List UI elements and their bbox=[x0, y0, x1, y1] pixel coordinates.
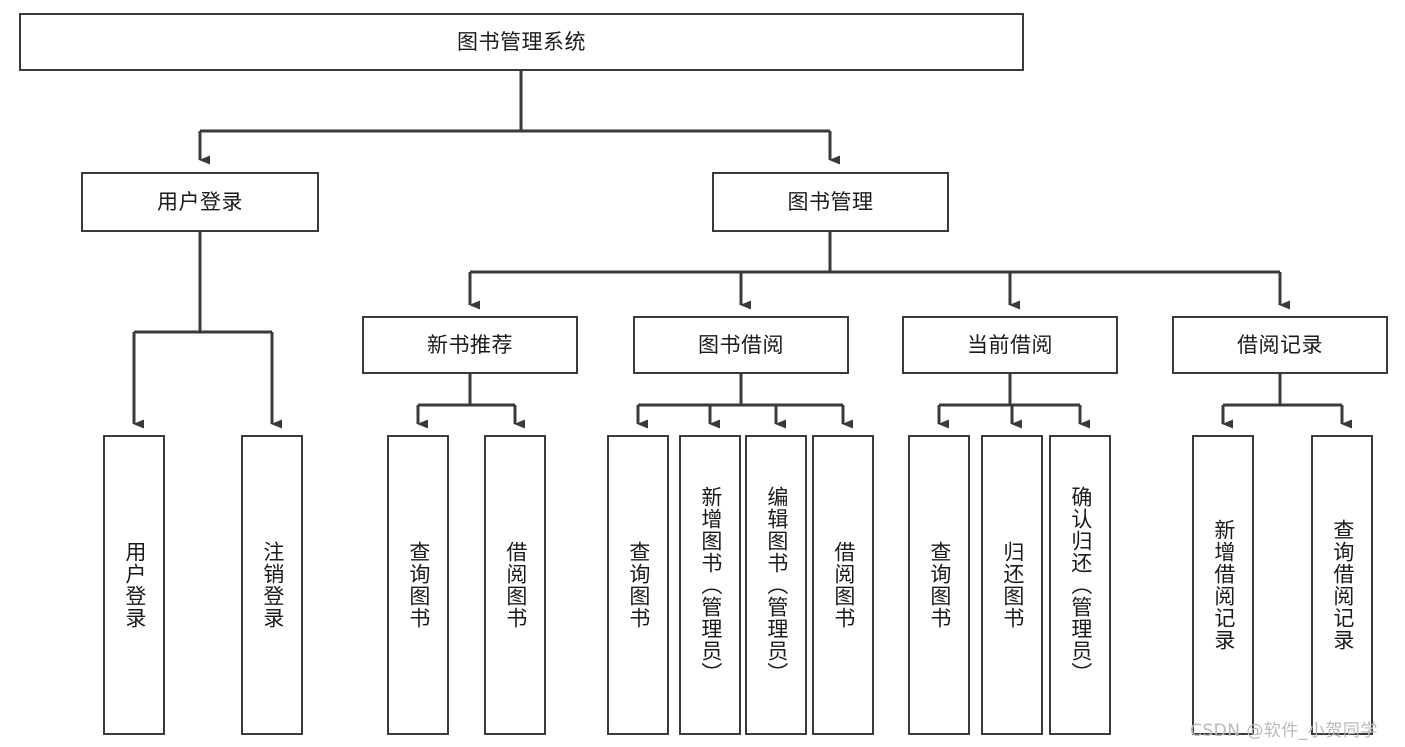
node-leaf-query-record[interactable]: 查询借阅记录 bbox=[1311, 435, 1373, 735]
node-leaf-add-book[interactable]: 新增图书（管理员） bbox=[679, 435, 741, 735]
node-new-book-rec-label: 新书推荐 bbox=[427, 332, 513, 357]
node-leaf-query-book-cb-label: 查询图书 bbox=[927, 541, 952, 629]
book-manage-connectors bbox=[468, 232, 1290, 310]
node-leaf-edit-book[interactable]: 编辑图书（管理员） bbox=[745, 435, 807, 735]
node-borrow-record-label: 借阅记录 bbox=[1237, 332, 1323, 357]
node-borrow-record[interactable]: 借阅记录 bbox=[1172, 316, 1388, 374]
node-leaf-confirm-return[interactable]: 确认归还（管理员） bbox=[1049, 435, 1111, 735]
node-leaf-logout-label: 注销登录 bbox=[260, 541, 285, 629]
node-leaf-query-book-rec[interactable]: 查询图书 bbox=[387, 435, 449, 735]
node-leaf-return-book[interactable]: 归还图书 bbox=[981, 435, 1043, 735]
node-leaf-query-book-rec-label: 查询图书 bbox=[406, 541, 431, 629]
node-leaf-borrow-book-bb-label: 借阅图书 bbox=[831, 541, 856, 629]
node-leaf-add-book-label: 新增图书（管理员） bbox=[698, 486, 723, 684]
node-leaf-add-record-label: 新增借阅记录 bbox=[1211, 519, 1236, 651]
root-connectors bbox=[198, 71, 840, 165]
node-leaf-borrow-book-bb[interactable]: 借阅图书 bbox=[812, 435, 874, 735]
node-leaf-logout[interactable]: 注销登录 bbox=[241, 435, 303, 735]
node-book-borrow[interactable]: 图书借阅 bbox=[633, 316, 849, 374]
new-book-rec-connectors bbox=[416, 374, 525, 429]
node-leaf-borrow-book-rec[interactable]: 借阅图书 bbox=[484, 435, 546, 735]
node-current-borrow[interactable]: 当前借阅 bbox=[902, 316, 1118, 374]
user-login-connectors bbox=[132, 232, 282, 429]
node-book-borrow-label: 图书借阅 bbox=[698, 332, 784, 357]
node-user-login-label: 用户登录 bbox=[157, 189, 243, 214]
node-leaf-return-book-label: 归还图书 bbox=[1000, 541, 1025, 629]
node-book-manage[interactable]: 图书管理 bbox=[712, 172, 949, 232]
node-leaf-query-record-label: 查询借阅记录 bbox=[1330, 519, 1355, 651]
node-leaf-confirm-return-label: 确认归还（管理员） bbox=[1068, 486, 1093, 684]
node-leaf-add-record[interactable]: 新增借阅记录 bbox=[1192, 435, 1254, 735]
book-borrow-connectors bbox=[636, 374, 853, 429]
node-leaf-user-login-label: 用户登录 bbox=[122, 541, 147, 629]
csdn-watermark: CSDN @软件_小贺同学 bbox=[1190, 721, 1378, 741]
node-root[interactable]: 图书管理系统 bbox=[19, 13, 1024, 71]
current-borrow-connectors bbox=[937, 374, 1090, 429]
node-leaf-query-book-cb[interactable]: 查询图书 bbox=[908, 435, 970, 735]
node-leaf-edit-book-label: 编辑图书（管理员） bbox=[764, 486, 789, 684]
node-root-label: 图书管理系统 bbox=[457, 29, 586, 54]
node-book-manage-label: 图书管理 bbox=[787, 189, 874, 214]
node-user-login[interactable]: 用户登录 bbox=[81, 172, 319, 232]
node-new-book-rec[interactable]: 新书推荐 bbox=[362, 316, 578, 374]
node-current-borrow-label: 当前借阅 bbox=[967, 332, 1053, 357]
borrow-record-connectors bbox=[1221, 374, 1352, 429]
node-leaf-query-book-bb-label: 查询图书 bbox=[626, 541, 651, 629]
node-leaf-borrow-book-rec-label: 借阅图书 bbox=[503, 541, 528, 629]
node-leaf-user-login[interactable]: 用户登录 bbox=[103, 435, 165, 735]
node-leaf-query-book-bb[interactable]: 查询图书 bbox=[607, 435, 669, 735]
